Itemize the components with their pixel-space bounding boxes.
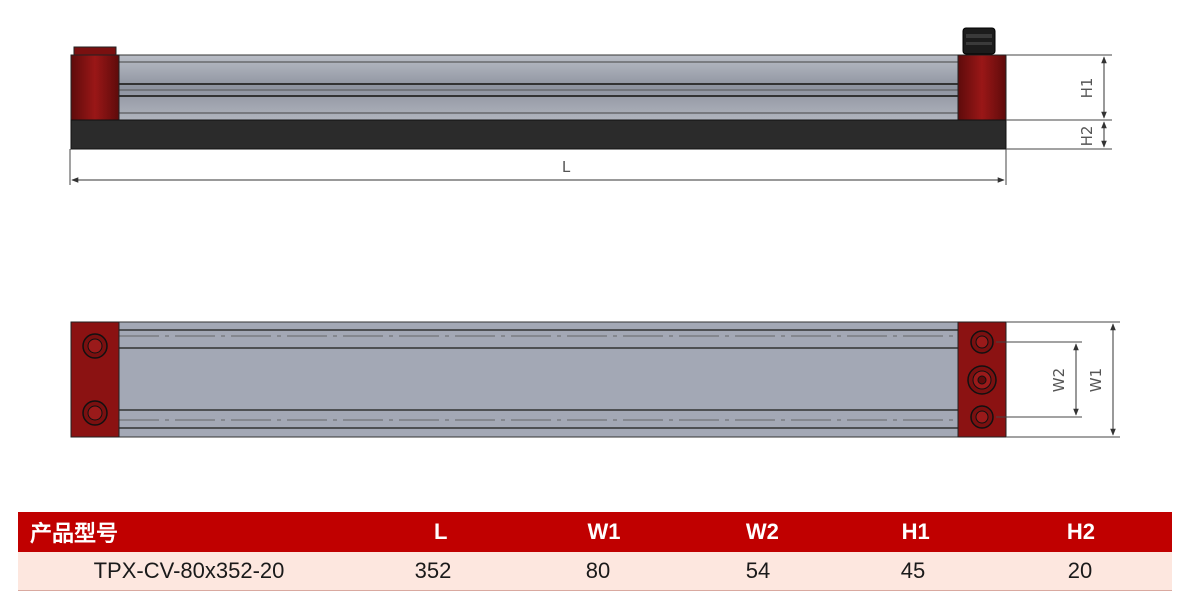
side-left-cap bbox=[70, 54, 120, 121]
air-port-icon bbox=[967, 365, 997, 395]
table-row: TPX-CV-80x352-20 352 80 54 45 20 bbox=[18, 552, 1172, 591]
header-model: 产品型号 bbox=[30, 521, 119, 547]
side-right-cap bbox=[957, 54, 1007, 121]
air-fitting bbox=[962, 27, 996, 55]
dim-label-W1: W1 bbox=[1087, 368, 1105, 392]
spec-table-header: 产品型号 L W1 W2 H1 H2 bbox=[18, 512, 1172, 552]
header-W1: W1 bbox=[587, 519, 621, 544]
header-H2: H2 bbox=[1066, 519, 1096, 544]
cell-W2: 54 bbox=[745, 558, 771, 583]
dim-label-H1: H1 bbox=[1078, 78, 1096, 99]
cell-H2: 20 bbox=[1067, 558, 1093, 583]
mounting-hole-icon bbox=[970, 405, 994, 429]
cell-W1: 80 bbox=[585, 558, 611, 583]
left-plug bbox=[73, 46, 117, 56]
header-H1: H1 bbox=[901, 519, 930, 544]
side-view: L H1 H2 bbox=[69, 27, 1112, 185]
dim-label-W2: W2 bbox=[1050, 368, 1068, 392]
top-view: W2 W1 bbox=[70, 321, 1120, 438]
side-base bbox=[70, 119, 1007, 150]
cell-model: TPX-CV-80x352-20 bbox=[93, 558, 285, 583]
mounting-hole-icon bbox=[970, 330, 994, 354]
header-L: L bbox=[433, 519, 448, 544]
spec-table: 产品型号 L W1 W2 H1 H2 TPX-CV-80x352-20 352 … bbox=[18, 512, 1172, 591]
mounting-hole-icon bbox=[82, 400, 108, 426]
cell-H1: 45 bbox=[900, 558, 926, 583]
technical-drawing: L H1 H2 bbox=[69, 27, 1120, 438]
side-profile bbox=[118, 54, 959, 121]
top-profile bbox=[118, 321, 959, 438]
header-W2: W2 bbox=[745, 519, 779, 544]
mounting-hole-icon bbox=[82, 333, 108, 359]
cell-L: 352 bbox=[414, 558, 452, 583]
dim-label-L: L bbox=[562, 158, 571, 176]
dim-label-H2: H2 bbox=[1078, 126, 1096, 147]
